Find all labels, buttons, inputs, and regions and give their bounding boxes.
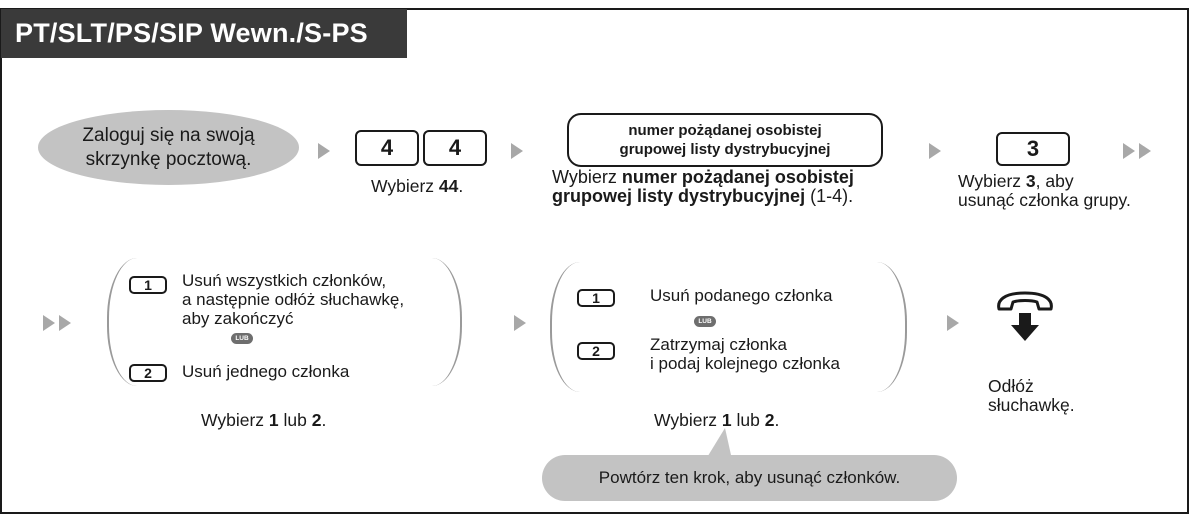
step2-caption: Wybierz 44. (371, 176, 464, 196)
arrow-right-icon (514, 315, 526, 331)
login-step-pill: Zaloguj się na swoją skrzynkę pocztową. (38, 110, 299, 185)
repeat-note-bubble: Powtórz ten krok, aby usunąć członków. (542, 455, 957, 501)
option-group-bracket-right (432, 258, 462, 386)
key-2: 2 (577, 342, 615, 360)
double-arrow-icon (1139, 143, 1151, 159)
page-title: PT/SLT/PS/SIP Wewn./S-PS (1, 9, 407, 58)
list-number-line1: numer pożądanej osobistej (628, 122, 822, 139)
key-1: 1 (129, 276, 167, 294)
login-step-line1: Zaloguj się na swoją (82, 124, 255, 146)
double-arrow-icon (59, 315, 71, 331)
option-delete-given: Usuń podanego członka (650, 286, 833, 305)
or-badge: LUB (694, 316, 716, 327)
arrow-right-icon (947, 315, 959, 331)
option-group-bracket-left (550, 262, 580, 392)
step5-caption: Wybierz 1 lub 2. (201, 410, 327, 430)
step3-caption: Wybierz numer pożądanej osobistej grupow… (552, 167, 854, 206)
key-4: 4 (355, 130, 419, 166)
hang-up-icon (993, 287, 1057, 345)
option-delete-one: Usuń jednego członka (182, 362, 350, 381)
or-badge: LUB (231, 333, 253, 344)
double-arrow-icon (43, 315, 55, 331)
key-2: 2 (129, 364, 167, 382)
option-keep-member: Zatrzymaj członka i podaj kolejnego czło… (650, 335, 840, 373)
double-arrow-icon (1123, 143, 1135, 159)
hang-up-caption: Odłóż słuchawkę. (988, 376, 1075, 415)
option-group-bracket-left (107, 258, 137, 386)
arrow-right-icon (511, 143, 523, 159)
login-step-line2: skrzynkę pocztową. (85, 148, 252, 170)
repeat-note-text: Powtórz ten krok, aby usunąć członków. (598, 468, 901, 487)
step4-caption: Wybierz 3, aby usunąć członka grupy. (958, 171, 1131, 210)
diagram-frame (0, 8, 1189, 514)
arrow-right-icon (318, 143, 330, 159)
list-number-box: numer pożądanej osobistej grupowej listy… (567, 113, 883, 167)
arrow-right-icon (929, 143, 941, 159)
key-3: 3 (996, 132, 1070, 166)
option-group-bracket-right (877, 262, 907, 392)
option-delete-all: Usuń wszystkich członków, a następnie od… (182, 271, 405, 328)
key-4: 4 (423, 130, 487, 166)
list-number-line2: grupowej listy dystrybucyjnej (619, 141, 831, 158)
key-1: 1 (577, 289, 615, 307)
step6-caption: Wybierz 1 lub 2. (654, 410, 780, 430)
